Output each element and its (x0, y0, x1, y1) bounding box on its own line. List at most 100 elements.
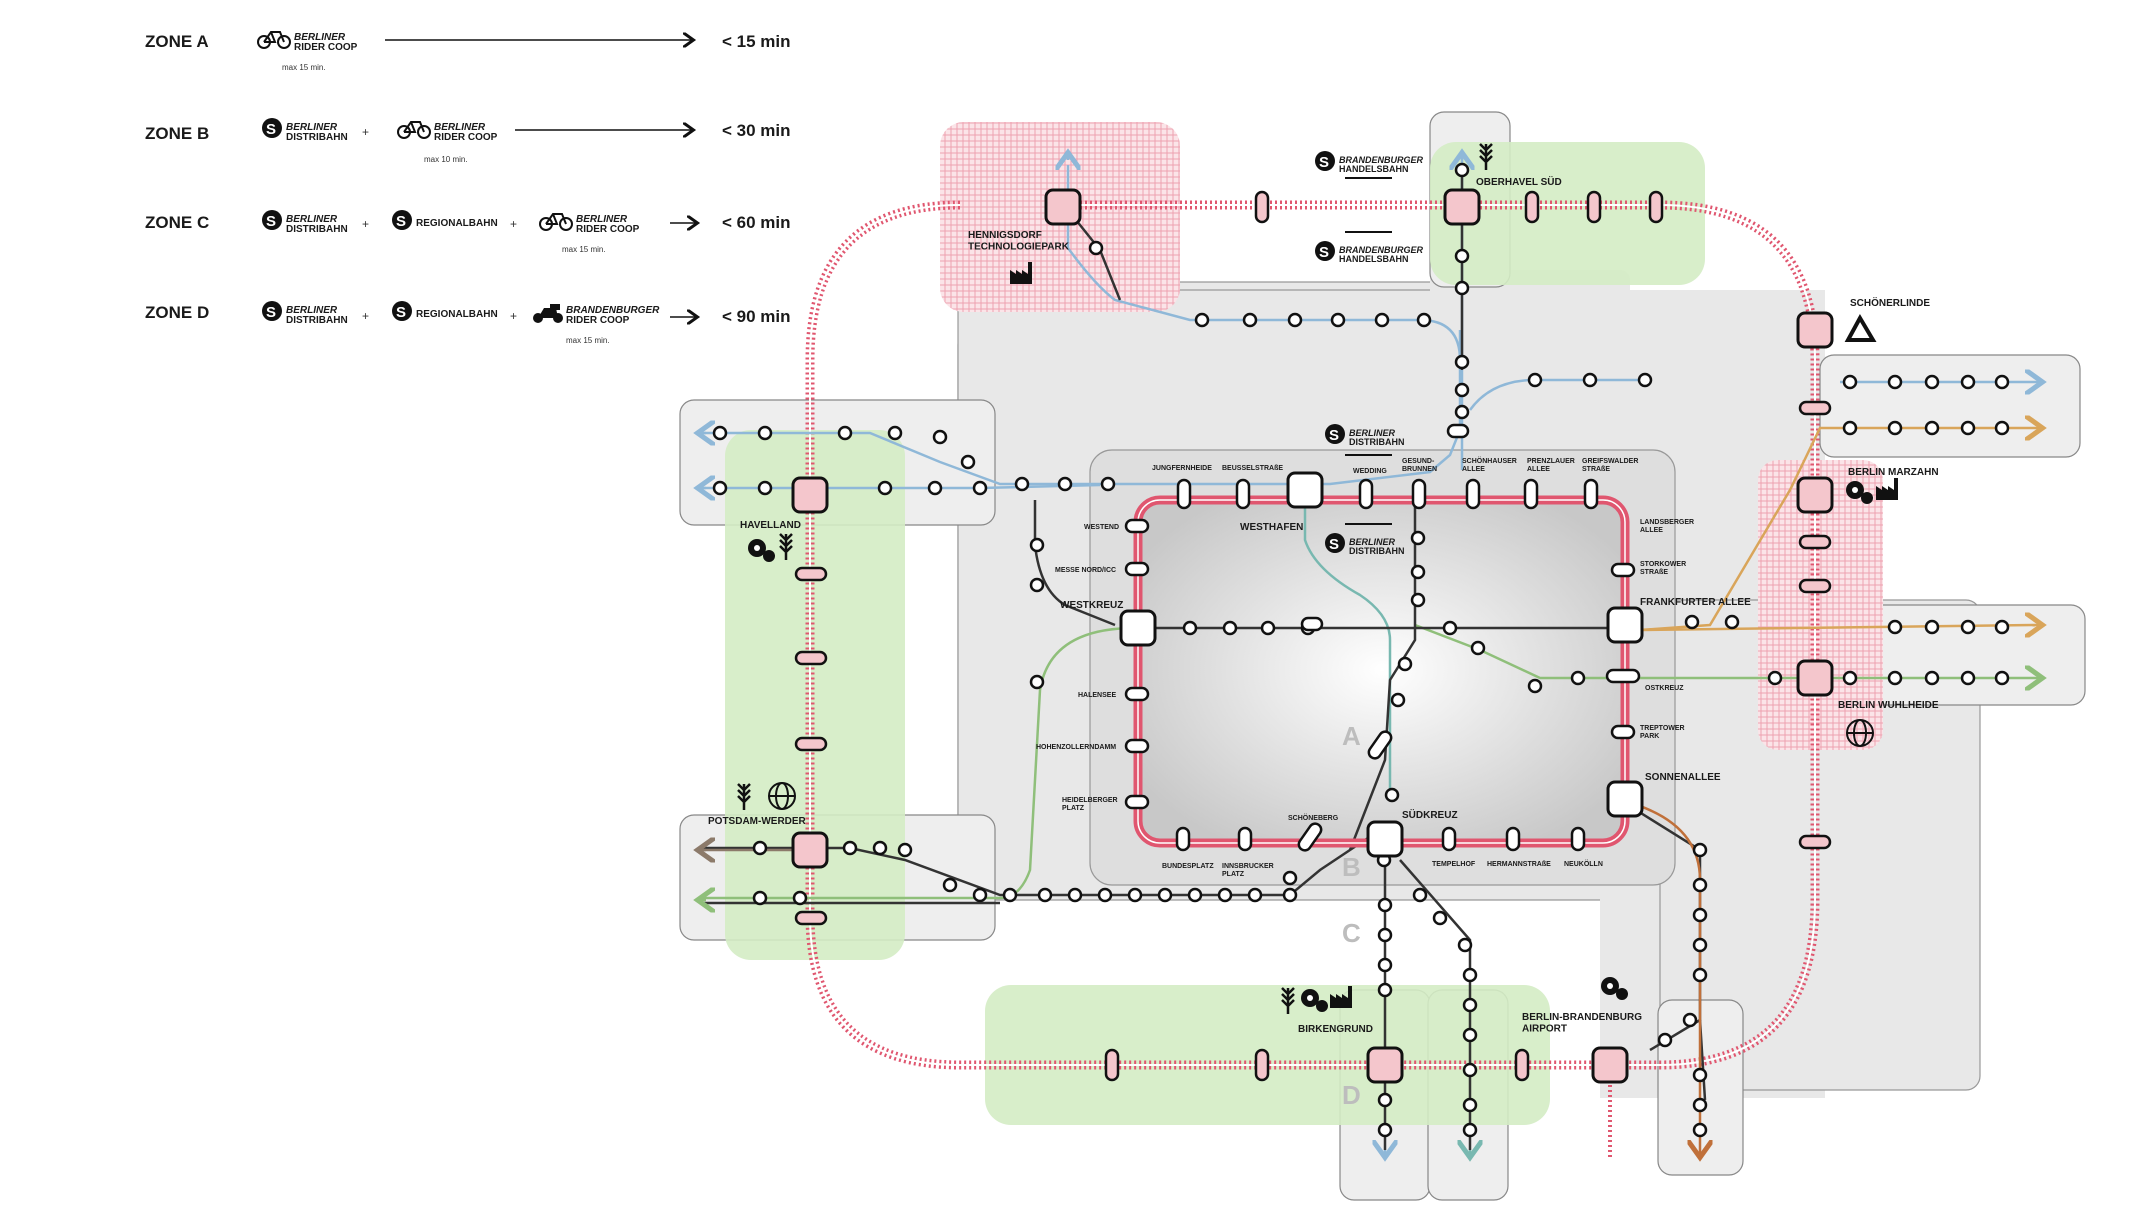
operator-name-bottom: HANDELSBAHN (1339, 164, 1409, 174)
station-label: OSTKREUZ (1645, 685, 1684, 692)
plus-sign: + (362, 217, 369, 231)
station-label: HALENSEE (1078, 692, 1116, 699)
sbahn-logo-icon: S (1325, 424, 1345, 444)
hub-oberhavel[interactable] (1443, 188, 1481, 226)
hub-potsdam[interactable] (791, 831, 829, 869)
factory-icon (1010, 262, 1032, 284)
svg-text:S: S (396, 304, 406, 321)
operator-name-bottom: HANDELSBAHN (1339, 254, 1409, 264)
hub-label-westkreuz: WESTKREUZ (1060, 600, 1123, 611)
mode-note: max 15 min. (562, 245, 606, 254)
operator-name-top: BERLINER (1349, 537, 1396, 547)
hub-label-suedkreuz: SÜDKREUZ (1402, 808, 1458, 821)
globe-icon (768, 782, 796, 810)
legend-row-zone-a: ZONE A BERLINER RIDER COOP max 15 min. <… (145, 31, 791, 72)
operator-name-top: BRANDENBURGER (1339, 155, 1424, 165)
hub-havelland[interactable] (791, 476, 829, 514)
mode-name-top: BERLINER (294, 32, 346, 43)
sbahn-logo-icon: S (262, 210, 282, 230)
legend-zone-label: ZONE D (145, 303, 209, 322)
zone-a-letter: A (1342, 721, 1361, 751)
mode-note: max 15 min. (282, 63, 326, 72)
station-label: BUNDESPLATZ (1162, 863, 1214, 870)
sbahn-logo-icon: S (262, 301, 282, 321)
mode-name-top: BERLINER (286, 305, 338, 316)
operator-badge-distribahn-top: S BERLINER DISTRIBAHN (1325, 424, 1405, 456)
black-line-center-vert (1348, 490, 1417, 851)
mode-note: max 10 min. (424, 155, 468, 164)
station-label: WESTEND (1084, 524, 1119, 531)
gears-icon (748, 539, 775, 562)
hub-label-havelland: HAVELLAND (740, 520, 801, 531)
station-label: HOHENZOLLERNDAMM (1036, 744, 1116, 751)
hub-birkengrund[interactable] (1366, 1046, 1404, 1084)
mode-name-bottom: RIDER COOP (294, 42, 358, 53)
hub-airport[interactable] (1591, 1046, 1629, 1084)
mode-name-top: BERLINER (286, 122, 338, 133)
zone-d-letter: D (1342, 1080, 1361, 1110)
outbound-arrows (700, 155, 2040, 1155)
mode-name-top: BERLINER (286, 214, 338, 225)
hub-label-marzahn: BERLIN MARZAHN (1848, 467, 1939, 478)
operator-badge-handelsbahn-top: S BRANDENBURGER HANDELSBAHN (1315, 151, 1424, 179)
bike-icon (539, 213, 573, 231)
hub-wuhlheide[interactable] (1796, 659, 1834, 697)
bike-icon (397, 121, 431, 139)
hub-suedkreuz[interactable] (1366, 820, 1404, 858)
hub-sonnenallee[interactable] (1606, 780, 1644, 818)
sbahn-logo-icon: S (1325, 533, 1345, 553)
zone-b-letter: B (1342, 852, 1361, 882)
hub-hennigsdorf[interactable] (1044, 188, 1082, 226)
mode-name-bottom: DISTRIBAHN (286, 132, 348, 143)
station-labels: JUNGFERNHEIDE BEUSSELSTRAßE WEDDING GESU… (1036, 456, 1694, 878)
legend-result: < 90 min (722, 307, 791, 326)
station-label: HERMANNSTRAßE (1487, 861, 1551, 868)
minor-stations[interactable] (712, 162, 2010, 1138)
sbahn-logo-icon: S (262, 118, 282, 138)
factory-icon (1330, 986, 1352, 1008)
operator-name-top: BERLINER (1349, 428, 1396, 438)
regionalbahn-logo-icon: S (392, 210, 412, 230)
operator-name-bottom: DISTRIBAHN (1349, 546, 1405, 556)
ring-stations[interactable] (1124, 423, 1641, 853)
hub-westkreuz[interactable] (1119, 609, 1157, 647)
hub-frankfurter-allee[interactable] (1606, 606, 1644, 644)
hub-label-potsdam: POTSDAM-WERDER (708, 816, 807, 827)
mode-name-top: BERLINER (576, 214, 628, 225)
hub-schoenerlinde[interactable] (1796, 311, 1834, 349)
hub-label-oberhavel: OBERHAVEL SÜD (1476, 175, 1562, 188)
svg-text:S: S (1329, 536, 1339, 553)
hubs[interactable] (791, 188, 1834, 1084)
station-label: SCHÖNEBERG (1288, 813, 1339, 822)
regionalbahn-logo-icon: S (392, 301, 412, 321)
svg-text:S: S (266, 304, 276, 321)
svg-text:S: S (1319, 154, 1329, 171)
wheat-icon (779, 533, 793, 560)
mode-name-top: BERLINER (434, 122, 486, 133)
hub-westhafen[interactable] (1286, 471, 1324, 509)
hub-label-westhafen: WESTHAFEN (1240, 522, 1303, 533)
operator-name-top: BRANDENBURGER (1339, 245, 1424, 255)
sbahn-logo-icon: S (1315, 241, 1335, 261)
mode-name-bottom: RIDER COOP (576, 224, 640, 235)
station-label: TEMPELHOF (1432, 861, 1476, 868)
mode-name-top: BRANDENBURGER (566, 305, 660, 316)
plus-sign: + (362, 309, 369, 323)
regional-stations[interactable] (794, 190, 1832, 1082)
bike-icon (257, 31, 291, 49)
operator-name-bottom: DISTRIBAHN (1349, 437, 1405, 447)
station-label: NEUKÖLLN (1564, 859, 1603, 868)
hub-marzahn[interactable] (1796, 476, 1834, 514)
sbahn-logo-icon: S (1315, 151, 1335, 171)
mode-name-bottom: RIDER COOP (566, 315, 630, 326)
station-label: GESUND-BRUNNEN (1402, 458, 1437, 473)
hub-label-wuhlheide: BERLIN WUHLHEIDE (1838, 700, 1939, 711)
plus-sign: + (510, 309, 517, 323)
